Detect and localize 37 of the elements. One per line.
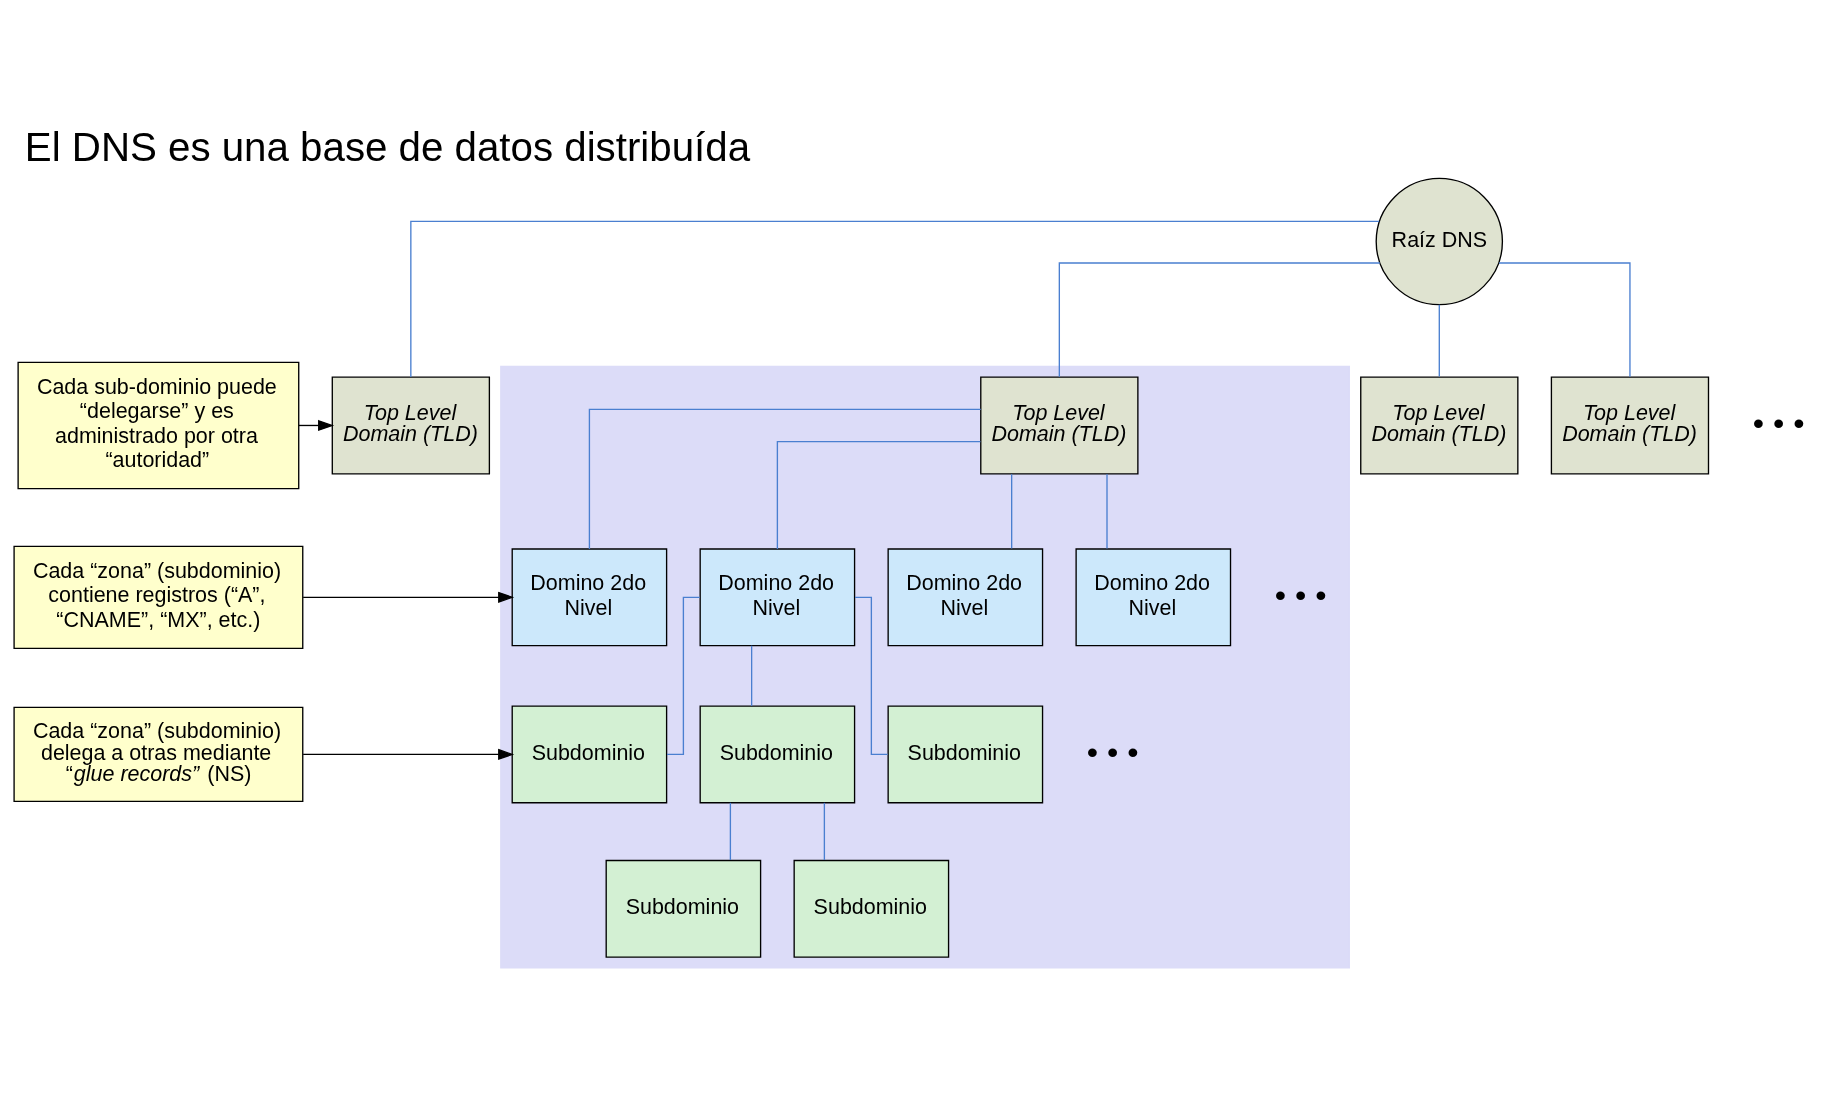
connector [1438, 304, 1440, 378]
connector [750, 645, 753, 707]
node-box: Top Level Domain (TLD) [1360, 376, 1519, 475]
node-box: Top Level Domain (TLD) [980, 376, 1139, 475]
node-box: Top Level Domain (TLD) [331, 376, 491, 475]
connector [1011, 473, 1013, 550]
label: • • • [1274, 576, 1327, 613]
node-box: Subdominio [511, 705, 668, 804]
connector [666, 596, 701, 756]
arrow [302, 591, 515, 603]
node-box: Cada sub-dominio puede “delegarse” y es administrado por otra “autoridad” [17, 361, 300, 490]
label: • • • [1752, 404, 1805, 441]
node-box: Domino 2do Nivel [511, 548, 668, 647]
node-box: Top Level Domain (TLD) [1550, 376, 1710, 475]
connector [854, 596, 889, 756]
label: • • • [1086, 733, 1139, 770]
connector [1106, 473, 1108, 550]
node-box: Domino 2do Nivel [1075, 548, 1232, 647]
node-circle: Raíz DNS [1375, 177, 1504, 306]
node-box: Domino 2do Nivel [887, 548, 1044, 647]
connector [588, 408, 982, 550]
connector [729, 802, 732, 861]
node-box: Domino 2do Nivel [699, 548, 856, 647]
node-box: Subdominio [887, 705, 1044, 804]
node-box: Subdominio [699, 705, 856, 804]
diagram-title: El DNS es una base de datos distribuída [24, 124, 751, 170]
connector [410, 220, 1380, 378]
connector [823, 802, 826, 861]
connector [1058, 262, 1381, 378]
node-box: Subdominio [793, 859, 950, 958]
connector [1498, 262, 1631, 378]
connector [776, 440, 982, 550]
arrow [298, 419, 335, 432]
arrow [302, 748, 515, 761]
node-box: Subdominio [605, 859, 762, 958]
node-box: Cada “zona” (subdominio) contiene registros (“A”, “CNAME”, “MX”, etc.) [13, 545, 304, 649]
node-box: Cada “zona” (subdominio) delega a otras mediante “glue records” (NS) [13, 706, 304, 803]
